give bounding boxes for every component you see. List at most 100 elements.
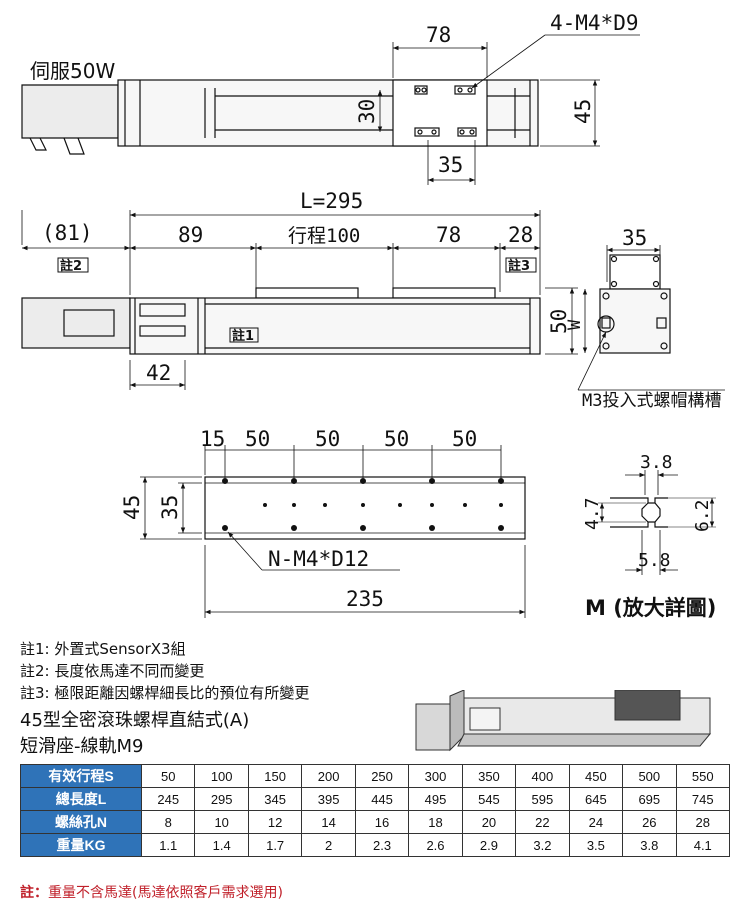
table-cell: 18 [408, 810, 463, 834]
note-1: 註1: 外置式SensorX3組 [20, 640, 186, 658]
table-cell: 1.1 [140, 833, 196, 857]
table-cell: 400 [515, 764, 570, 788]
footnote: 註：重量不含馬達(馬達依照客戶需求選用) [20, 882, 283, 902]
bottom-dim-35: 35 [158, 495, 182, 520]
footnote-text: 重量不含馬達(馬達依照客戶需求選用) [48, 885, 283, 901]
title-line1: 45型全密滾珠螺桿直結式(A) [20, 710, 250, 731]
table-cell: 1.4 [194, 833, 249, 857]
note-2: 註2: 長度依馬達不同而變更 [20, 662, 205, 680]
side-dim-89: 89 [178, 223, 203, 247]
table-cell: 10 [194, 810, 249, 834]
table-cell: 22 [515, 810, 570, 834]
bottom-dim-50b: 50 [315, 427, 340, 451]
top-dim-45: 45 [571, 99, 595, 124]
top-dim-78: 78 [426, 23, 451, 47]
footnote-prefix: 註： [20, 885, 48, 901]
title-line2: 短滑座-線軌M9 [20, 736, 144, 757]
table-cell: 1.7 [247, 833, 303, 857]
side-view [21, 210, 578, 390]
table-cell: 645 [568, 787, 624, 811]
side-dim-81: (81) [42, 221, 93, 245]
row-header: 有效行程S [20, 764, 142, 788]
bottom-view [140, 445, 526, 618]
table-cell: 2.6 [408, 833, 463, 857]
note2-tag: 註2 [60, 258, 82, 274]
table-cell: 245 [140, 787, 196, 811]
bottom-dim-15: 15 [200, 427, 225, 451]
side-dim-50: 50 [547, 309, 571, 334]
top-view [21, 34, 640, 185]
notes-block: 註1: 外置式SensorX3組 註2: 長度依馬達不同而變更 註3: 極限距離… [20, 638, 309, 704]
end-w-label: W [565, 319, 585, 330]
table-cell: 24 [568, 810, 624, 834]
table-cell: 150 [247, 764, 303, 788]
table-cell: 450 [568, 764, 624, 788]
table-cell: 695 [622, 787, 677, 811]
row-header: 總長度L [20, 787, 142, 811]
table-cell: 345 [247, 787, 303, 811]
bottom-dim-235: 235 [346, 587, 384, 611]
side-dim-total: L=295 [300, 189, 363, 213]
table-cell: 545 [461, 787, 517, 811]
technical-drawing: 伺服50W 78 30 35 45 4-M4*D9 L=295 (81) 89 … [21, 11, 725, 618]
row-header: 重量KG [20, 833, 142, 857]
top-dim-30: 30 [355, 99, 379, 124]
product-title: 45型全密滾珠螺桿直結式(A) 短滑座-線軌M9 [20, 708, 249, 760]
table-cell: 14 [301, 810, 356, 834]
product-render-image [415, 690, 712, 752]
end-view [577, 245, 725, 391]
table-cell: 745 [675, 787, 731, 811]
top-hole-callout: 4-M4*D9 [550, 11, 639, 35]
side-dim-stroke: 行程100 [288, 225, 360, 247]
note1-tag: 註1 [232, 328, 254, 344]
table-cell: 12 [247, 810, 303, 834]
table-cell: 26 [622, 810, 677, 834]
table-cell: 100 [194, 764, 249, 788]
bottom-dim-45: 45 [120, 495, 144, 520]
detail-label: M (放大詳圖) [585, 596, 717, 620]
table-cell: 500 [622, 764, 677, 788]
table-cell: 595 [515, 787, 570, 811]
table-cell: 2 [301, 833, 356, 857]
table-cell: 3.5 [568, 833, 624, 857]
row-header: 螺絲孔N [20, 810, 142, 834]
table-cell: 8 [140, 810, 196, 834]
detail-dim-58: 5.8 [638, 550, 671, 571]
bottom-hole-callout: N-M4*D12 [268, 547, 369, 571]
side-dim-28: 28 [508, 223, 533, 247]
table-cell: 3.2 [515, 833, 570, 857]
detail-dim-47: 4.7 [582, 497, 603, 530]
side-dim-42: 42 [146, 361, 171, 385]
bottom-dim-50c: 50 [384, 427, 409, 451]
table-cell: 4.1 [675, 833, 731, 857]
table-cell: 395 [301, 787, 356, 811]
end-slot-callout: M3投入式螺帽構槽 [582, 391, 721, 411]
note3-tag: 註3 [508, 258, 530, 274]
table-cell: 445 [354, 787, 410, 811]
table-cell: 495 [408, 787, 463, 811]
table-cell: 295 [194, 787, 249, 811]
table-cell: 350 [461, 764, 517, 788]
motor-label: 伺服50W [30, 59, 115, 83]
note-3: 註3: 極限距離因螺桿細長比的預位有所變更 [20, 684, 310, 702]
detail-dim-38: 3.8 [640, 452, 673, 473]
table-cell: 50 [140, 764, 196, 788]
table-cell: 3.8 [622, 833, 677, 857]
end-dim-35: 35 [622, 226, 647, 250]
table-cell: 250 [354, 764, 410, 788]
detail-dim-62: 6.2 [692, 499, 713, 532]
table-cell: 16 [354, 810, 410, 834]
table-cell: 550 [675, 764, 731, 788]
top-dim-35: 35 [438, 153, 463, 177]
side-dim-78: 78 [436, 223, 461, 247]
table-cell: 20 [461, 810, 517, 834]
detail-view [598, 470, 716, 575]
table-cell: 200 [301, 764, 356, 788]
bottom-dim-50a: 50 [245, 427, 270, 451]
table-cell: 2.3 [354, 833, 410, 857]
